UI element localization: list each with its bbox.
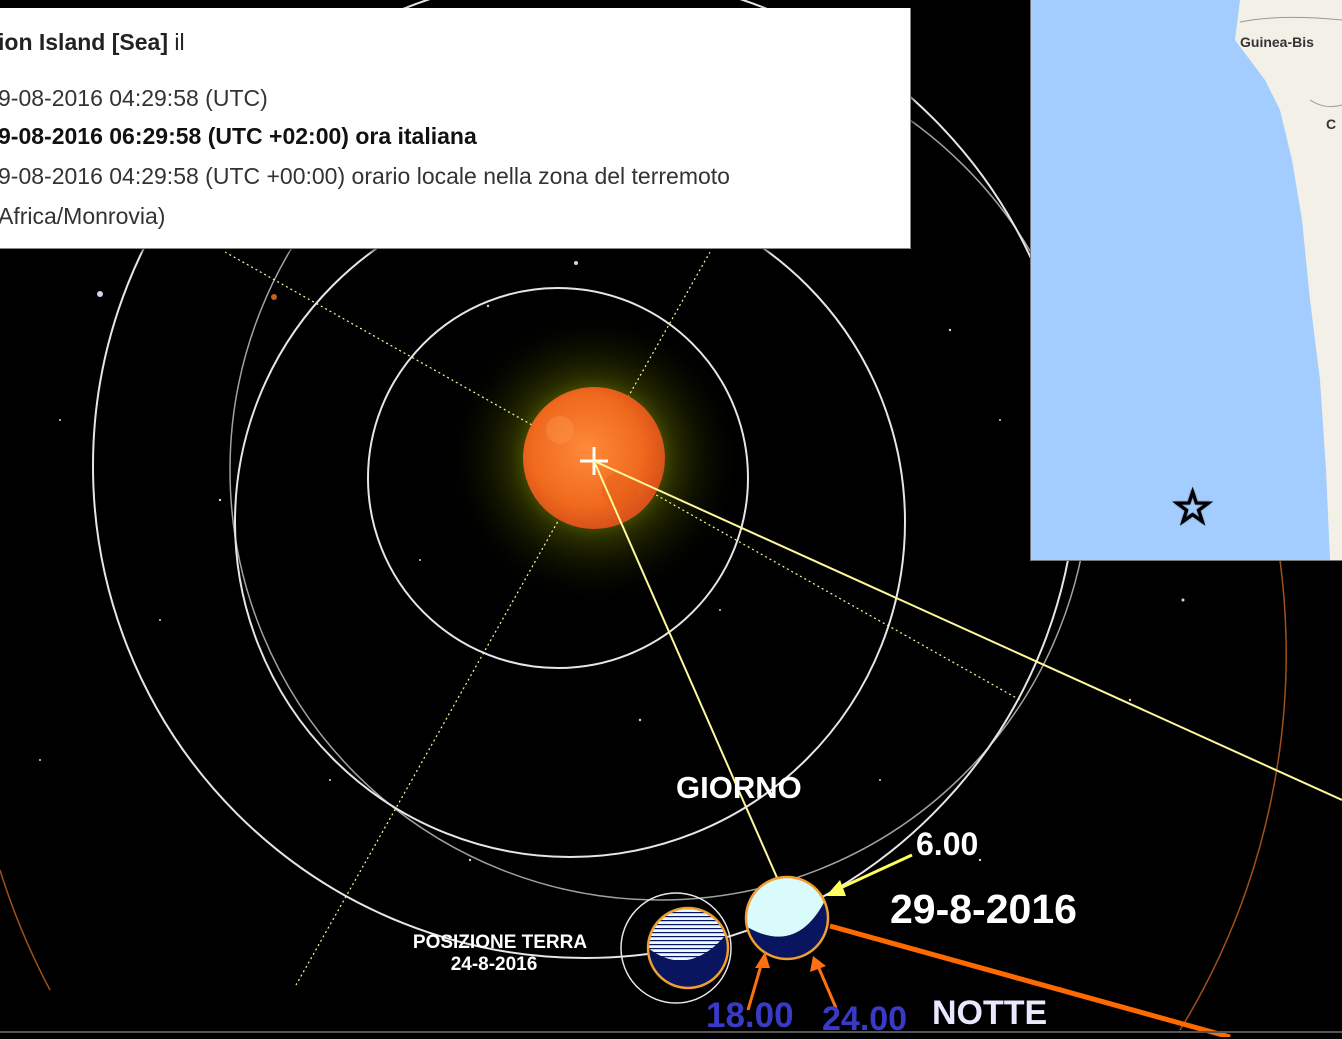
outer-orbit-orange	[1179, 559, 1287, 1031]
utc-time: 9-08-2016 04:29:58 (UTC)	[0, 85, 268, 111]
starfield	[39, 261, 1185, 862]
dotted-line-2	[295, 251, 711, 986]
earth-current-position	[746, 877, 828, 959]
map-coastline	[1235, 0, 1342, 560]
earth-direction-line	[829, 923, 1231, 1037]
event-title: ion Island [Sea] il	[0, 29, 185, 55]
arrow-24	[810, 956, 838, 1009]
local-time: 9-08-2016 04:29:58 (UTC +00:00) orario l…	[0, 163, 730, 189]
time-18-label: 18.00	[706, 996, 794, 1035]
notte-label: NOTTE	[932, 994, 1048, 1032]
earth-old-orbit	[620, 892, 732, 1004]
arrow-6	[826, 853, 913, 896]
giorno-label: GIORNO	[676, 770, 802, 805]
earth-old-position	[648, 908, 728, 988]
arrow-18	[746, 952, 770, 1011]
sun-earth-line	[593, 460, 801, 931]
outer-orbit-orange-left	[0, 869, 51, 991]
time-24-label: 24.00	[822, 1000, 908, 1038]
map-label-c: C	[1326, 116, 1337, 132]
italian-time: 9-08-2016 06:29:58 (UTC +02:00) ora ital…	[0, 123, 477, 149]
position-label: POSIZIONE TERRA 24-8-2016	[412, 932, 588, 975]
map-label-guinea-bissau: Guinea-Bis	[1240, 34, 1314, 50]
orbit-1	[367, 287, 749, 669]
earthquake-info-popup: ion Island [Sea] il 9-08-2016 04:29:58 (…	[0, 8, 911, 249]
timezone: Africa/Monrovia)	[0, 203, 166, 229]
sun-direction-line	[593, 460, 1342, 801]
time-6-label: 6.00	[916, 826, 979, 862]
date-label: 29-8-2016	[890, 886, 1077, 932]
star-icon[interactable]: ☆	[1171, 481, 1214, 533]
